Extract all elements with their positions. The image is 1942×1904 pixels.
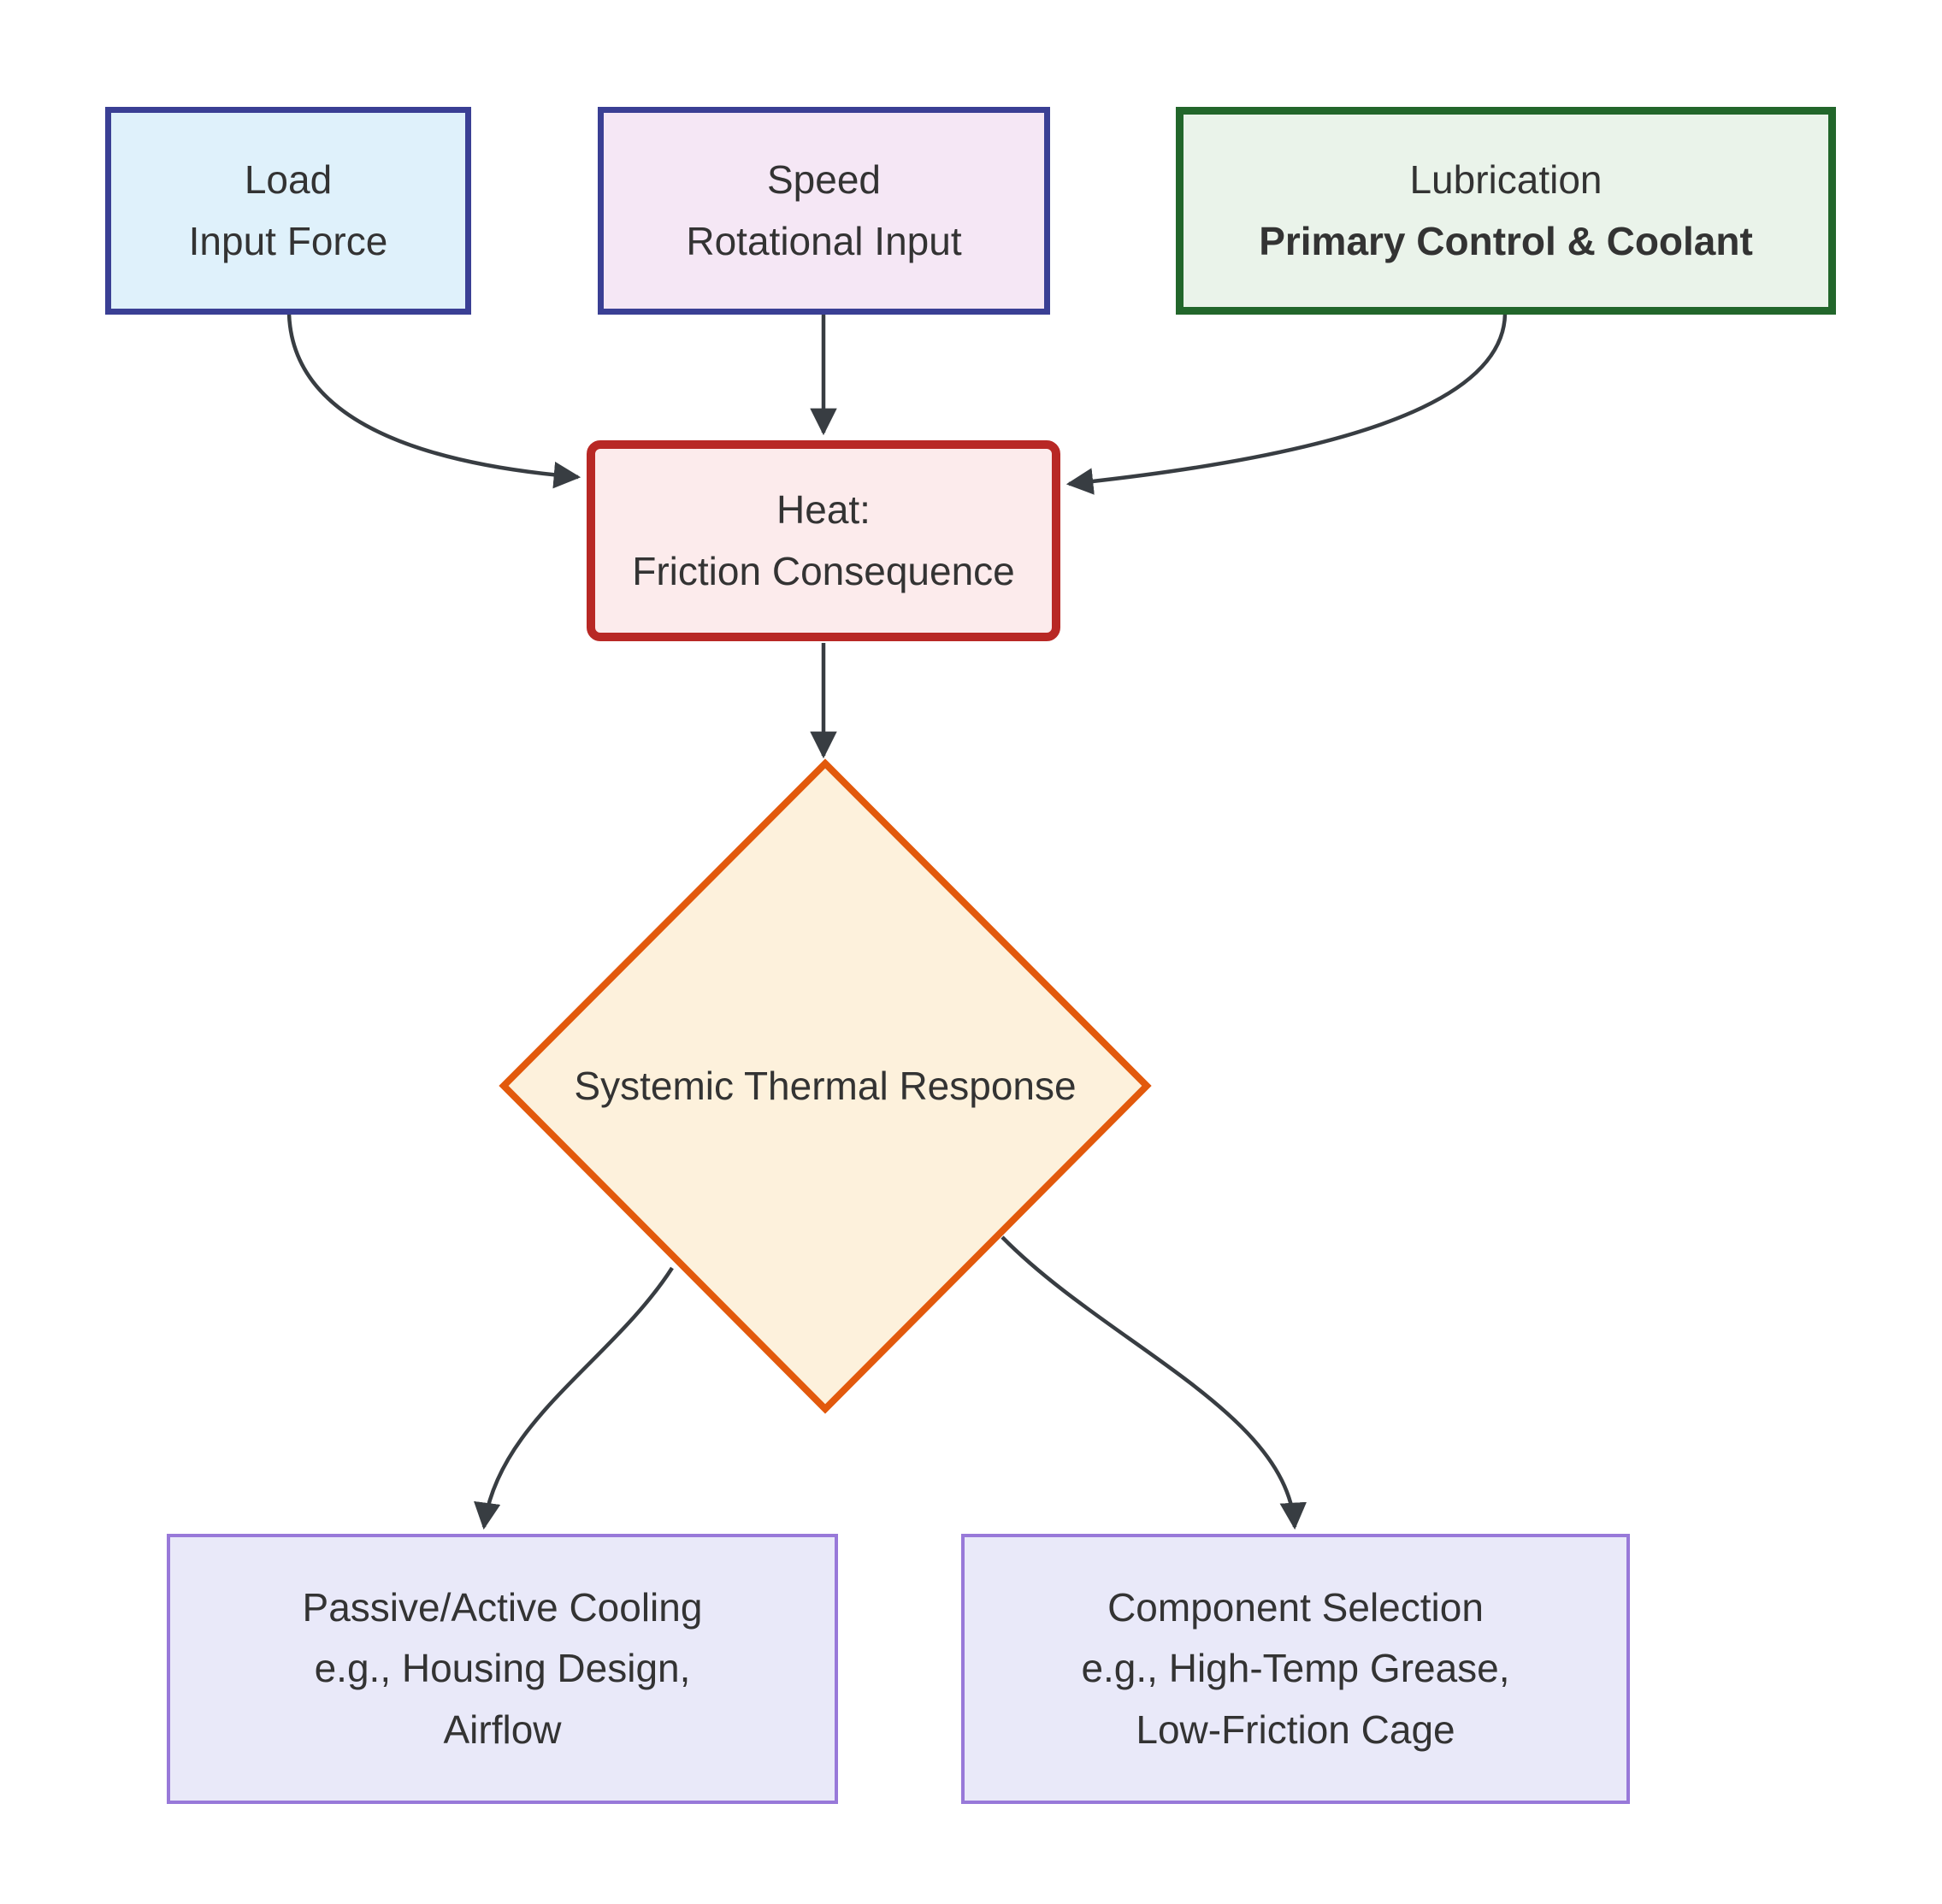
node-cooling-line3: Airflow [443, 1707, 562, 1752]
node-speed-line2: Rotational Input [686, 218, 962, 263]
edge-lubrication-to-heat [1065, 313, 1508, 495]
node-decision-label: Systemic Thermal Response [574, 1064, 1077, 1108]
node-cooling: Passive/Active Cooling e.g., Housing Des… [167, 1534, 838, 1804]
node-heat-line2: Friction Consequence [632, 548, 1015, 593]
edge-decision-to-cooling [474, 1266, 674, 1530]
node-lubrication: Lubrication Primary Control & Coolant [1176, 107, 1836, 315]
node-lubrication-line2: Primary Control & Coolant [1259, 218, 1753, 263]
edge-load-to-heat [286, 313, 581, 489]
node-load: Load Input Force [105, 107, 471, 315]
node-heat: Heat: Friction Consequence [587, 440, 1060, 641]
decision-diamond-shape [499, 758, 1152, 1414]
node-cooling-line1: Passive/Active Cooling [302, 1585, 703, 1630]
node-component-line3: Low-Friction Cage [1136, 1707, 1455, 1752]
edge-decision-to-component [1001, 1235, 1307, 1530]
node-lubrication-line1: Lubrication [1409, 157, 1603, 203]
node-load-line2: Input Force [188, 218, 388, 263]
node-speed-line1: Speed [766, 157, 881, 203]
node-load-line1: Load [244, 157, 333, 203]
node-component-line1: Component Selection [1107, 1585, 1484, 1630]
node-component-line2: e.g., High-Temp Grease, [1081, 1646, 1510, 1691]
node-speed: Speed Rotational Input [598, 107, 1050, 315]
node-component: Component Selection e.g., High-Temp Grea… [961, 1534, 1630, 1804]
node-cooling-line2: e.g., Housing Design, [314, 1646, 691, 1691]
node-heat-line1: Heat: [776, 487, 871, 533]
